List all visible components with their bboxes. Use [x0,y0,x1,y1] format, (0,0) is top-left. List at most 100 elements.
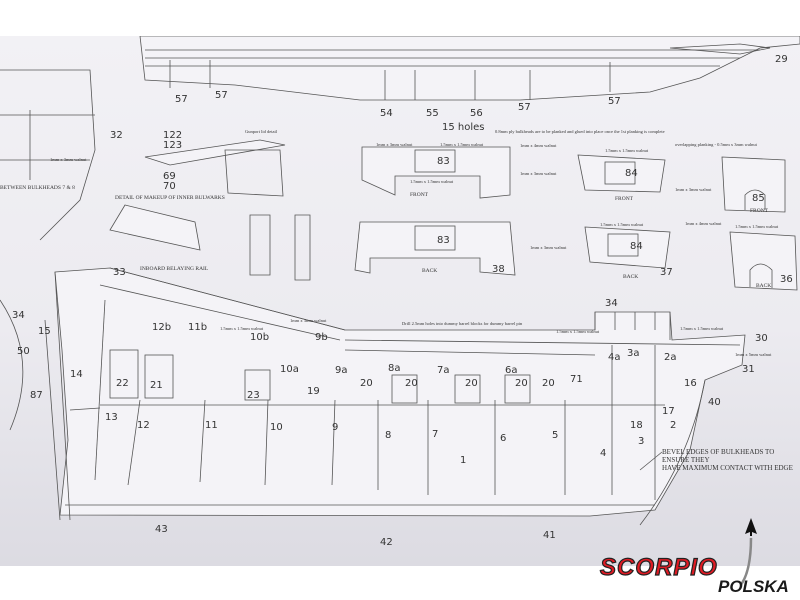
label-34: 34 [12,310,25,321]
label-17: 17 [662,406,675,417]
label-50: 50 [17,346,30,357]
label-14: 14 [70,369,83,380]
label-15: 15 [38,326,51,337]
label-69: 69 [163,171,176,182]
hull-part-labels: 33 34 34 12b 11b 10b 9b 10a 9a 8a 7a 6a … [12,267,768,548]
label-7a: 7a [437,365,450,376]
label-84: 84 [625,168,638,179]
label-56: 56 [470,108,483,119]
note: 1.5mm x 1.5mm walnut [440,142,484,147]
label-19: 19 [307,386,320,397]
label-85: 85 [752,193,765,204]
view-back: BACK [756,283,771,289]
label-57: 57 [215,90,228,101]
label-55: 55 [426,108,439,119]
plan-photo: 57 57 54 55 56 57 57 29 15 holes BETWEEN… [0,36,800,566]
left-hull-section [0,69,96,241]
scorpio-polska-logo: SCORPIO POLSKA [599,518,800,600]
note: 1mm x 5mm walnut [735,352,772,357]
arrow-logo-icon [741,518,757,587]
label-18: 18 [630,420,643,431]
note-between-bulkheads: BETWEEN BULKHEADS 7 & 8 [0,185,75,191]
label-5: 5 [552,430,558,441]
view-front: FRONT [410,192,429,198]
label-6: 6 [500,433,506,444]
label-29: 29 [775,54,788,65]
label-34: 34 [605,298,618,309]
label-16: 16 [684,378,697,389]
top-hull-profile [139,36,800,101]
label-20: 20 [515,378,528,389]
note: 1.5mm x 1.5mm walnut [680,326,724,331]
label-11b: 11b [188,322,207,333]
note-bevel-line-2: HAVE MAXIMUM CONTACT WITH EDGE [662,464,793,472]
label-33: 33 [113,267,126,278]
label-8a: 8a [388,363,401,374]
main-hull-section [44,267,746,526]
label-9a: 9a [335,365,348,376]
label-3a: 3a [627,348,640,359]
note: 1mm x 3mm walnut [290,318,327,323]
note: 1mm x 3mm walnut [530,245,567,250]
note: 1mm x 3mm walnut [50,157,87,162]
label-36: 36 [780,274,793,285]
label-4a: 4a [608,352,621,363]
bulkhead-84-back [584,226,671,269]
note: 1.5mm x 1.5mm walnut [220,326,264,331]
label-37: 37 [660,267,673,278]
label-32: 32 [110,130,123,141]
label-7: 7 [432,429,438,440]
label-57: 57 [175,94,188,105]
note-overlapping: overlapping planking - 0.5mm x 3mm walnu… [675,142,758,147]
note: 1mm x 4mm walnut [520,143,557,148]
view-back: BACK [623,274,638,280]
label-20: 20 [465,378,478,389]
label-31: 31 [742,364,755,375]
label-4: 4 [600,448,606,459]
note-bulkheads: 0.8mm ply bulkheads are to be planked an… [495,129,665,134]
note: 1mm x 3mm walnut [520,171,557,176]
bulkhead-36-back [729,231,798,291]
label-70: 70 [163,181,176,192]
label-9b: 9b [315,332,328,343]
note: 1mm x 3mm walnut [675,187,712,192]
note: 1mm x 3mm walnut [376,142,413,147]
label-12: 12 [137,420,150,431]
note: 1.5mm x 1.5mm walnut [735,224,779,229]
ship-plan-drawing: 57 57 54 55 56 57 57 29 15 holes BETWEEN… [0,36,800,548]
left-stern-piece [0,299,24,431]
label-84: 84 [630,241,643,252]
note-inner-bulwarks: DETAIL OF MAKEUP OF INNER BULWARKS [115,195,225,201]
gunport-lid-detail [144,139,286,197]
label-2a: 2a [664,352,677,363]
label-3: 3 [638,436,644,447]
label-83: 83 [437,235,450,246]
label-21: 21 [150,380,163,391]
note-bevel-line-1: BEVEL EDGES OF BULKHEADS TO ENSURE THEY [662,448,775,464]
label-13: 13 [105,412,118,423]
note-belaying-rail: INBOARD BELAYING RAIL [140,266,209,272]
label-11: 11 [205,420,218,431]
view-front: FRONT [750,208,769,214]
label-57: 57 [518,102,531,113]
label-10: 10 [270,422,283,433]
label-54: 54 [380,108,393,119]
logo-sub: POLSKA [718,577,789,596]
label-9: 9 [332,422,338,433]
note: 1.5mm x 1.5mm walnut [605,148,649,153]
note: 1.5mm x 1.5mm walnut [556,329,600,334]
note: 1.5mm x 1.5mm walnut [600,222,644,227]
label-122: 122 [163,130,182,141]
label-10b: 10b [250,332,269,343]
logo-brand: SCORPIO [599,553,718,581]
bulkhead-83-front [361,146,511,199]
label-20: 20 [405,378,418,389]
label-8: 8 [385,430,391,441]
label-83: 83 [437,156,450,167]
note-bevel: BEVEL EDGES OF BULKHEADS TO ENSURE THEY … [662,448,798,472]
label-42: 42 [380,537,393,548]
label-holes: 15 holes [442,122,485,133]
label-38: 38 [492,264,505,275]
label-6a: 6a [505,365,518,376]
note: 1mm x 4mm walnut [685,221,722,226]
